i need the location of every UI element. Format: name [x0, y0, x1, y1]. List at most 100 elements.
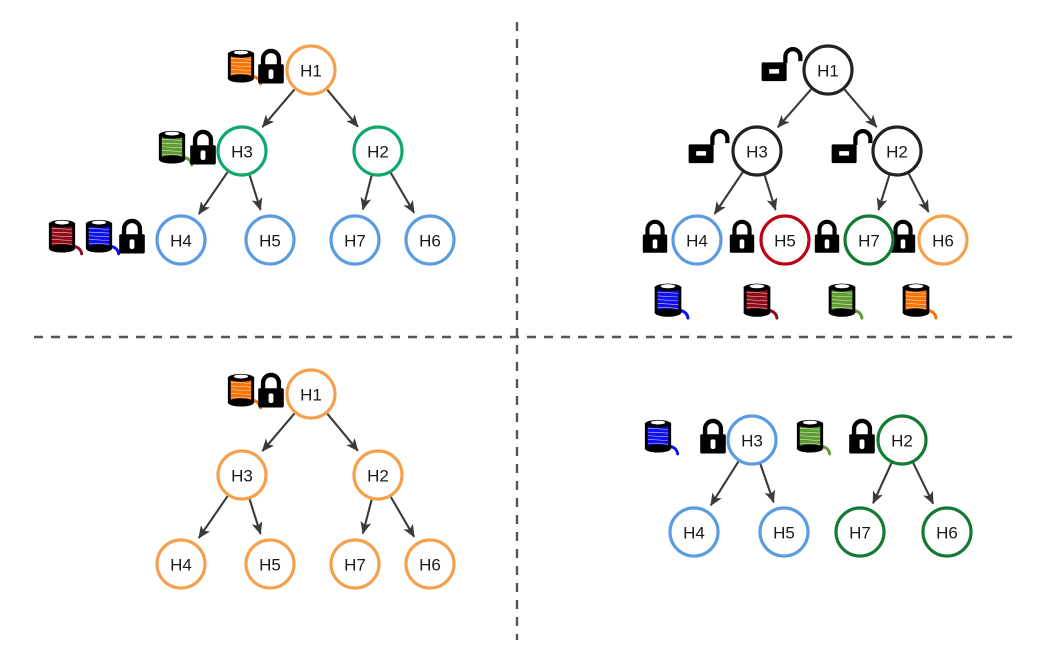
spool-winding — [228, 62, 254, 67]
node-circle[interactable] — [352, 449, 404, 501]
tree-node-h3[interactable]: H3 — [216, 449, 268, 501]
node-circle[interactable] — [668, 506, 720, 558]
spool-bottom-flange — [828, 308, 856, 317]
tree-node-h2[interactable]: H2 — [876, 414, 928, 466]
lock-shackle — [783, 47, 803, 63]
node-circle[interactable] — [671, 214, 723, 266]
node-circle[interactable] — [921, 506, 973, 558]
lock-open-icon — [761, 47, 803, 82]
tree-node-h5[interactable]: H5 — [758, 506, 810, 558]
node-circle[interactable] — [244, 214, 296, 266]
node-circle[interactable] — [155, 538, 207, 590]
tree-node-h1[interactable]: H1 — [802, 44, 854, 96]
lock-shackle — [645, 219, 665, 236]
node-circle[interactable] — [758, 506, 810, 558]
node-circle[interactable] — [759, 214, 811, 266]
tree-node-h5[interactable]: H5 — [244, 538, 296, 590]
node-circle[interactable] — [155, 214, 207, 266]
node-label: H2 — [886, 143, 908, 162]
tree-node-h1[interactable]: H1 — [285, 44, 337, 96]
node-circle[interactable] — [244, 538, 296, 590]
tree-node-h5[interactable]: H5 — [244, 214, 296, 266]
tree-node-h3[interactable]: H3 — [726, 414, 778, 466]
spool-winding — [228, 382, 254, 387]
thread-spool-icon — [227, 373, 263, 410]
node-label: H4 — [686, 232, 708, 251]
spool-right-post — [182, 134, 186, 160]
tree-node-h6[interactable]: H6 — [921, 506, 973, 558]
node-circle[interactable] — [329, 538, 381, 590]
spool-winding — [228, 69, 254, 75]
tree-node-h2[interactable]: H2 — [352, 125, 404, 177]
spool-winding — [744, 296, 770, 301]
node-circle[interactable] — [285, 44, 337, 96]
node-circle[interactable] — [731, 125, 783, 177]
node-circle[interactable] — [843, 214, 895, 266]
node-circle[interactable] — [404, 214, 456, 266]
spool-bottom-flange — [743, 308, 771, 317]
tree-node-h7[interactable]: H7 — [329, 538, 381, 590]
node-label: H4 — [170, 556, 192, 575]
tree-node-h6[interactable]: H6 — [404, 538, 456, 590]
tree-edge — [389, 172, 416, 214]
tree-node-h4[interactable]: H4 — [155, 538, 207, 590]
node-circle[interactable] — [871, 125, 923, 177]
node-circle[interactable] — [802, 44, 854, 96]
node-circle[interactable] — [834, 506, 886, 558]
tree-edge — [763, 175, 778, 211]
tree-edge — [261, 412, 296, 452]
spool-winding — [159, 139, 185, 144]
tree-node-h4[interactable]: H4 — [671, 214, 723, 266]
spool-winding — [49, 232, 75, 237]
spool-left-post — [644, 423, 648, 449]
tree-edge — [360, 499, 373, 535]
tree-node-h3[interactable]: H3 — [216, 125, 268, 177]
tree-node-h4[interactable]: H4 — [155, 214, 207, 266]
tree-node-h6[interactable]: H6 — [404, 214, 456, 266]
spool-left-post — [902, 286, 906, 314]
tree-node-h6[interactable]: H6 — [917, 214, 969, 266]
node-circle[interactable] — [216, 125, 268, 177]
spool-winding — [744, 292, 770, 297]
tree-edge — [261, 88, 296, 128]
spool-top-hole — [660, 284, 676, 289]
lock-shackle — [732, 219, 752, 236]
spool-winding — [903, 303, 929, 309]
tree-node-h4[interactable]: H4 — [668, 506, 720, 558]
spool-winding — [49, 235, 75, 241]
spool-winding — [645, 435, 671, 441]
node-circle[interactable] — [404, 538, 456, 590]
node-label: H3 — [746, 143, 768, 162]
spool-winding — [829, 303, 855, 309]
tree-node-h3[interactable]: H3 — [731, 125, 783, 177]
lock-keyhole — [696, 151, 707, 156]
lock-closed-icon — [729, 219, 755, 253]
tree-node-h7[interactable]: H7 — [329, 214, 381, 266]
tree-node-h5[interactable]: H5 — [759, 214, 811, 266]
spool-left-post — [48, 223, 52, 249]
spool-left-post — [796, 423, 800, 449]
spool-winding — [829, 296, 855, 301]
node-circle[interactable] — [726, 414, 778, 466]
spool-winding — [655, 303, 681, 309]
tree-node-h2[interactable]: H2 — [871, 125, 923, 177]
tree-node-h7[interactable]: H7 — [834, 506, 886, 558]
node-label: H6 — [419, 556, 441, 575]
thread-spool-icon — [743, 283, 779, 320]
tree-edge — [248, 175, 263, 211]
tree-node-h2[interactable]: H2 — [352, 449, 404, 501]
spool-bottom-flange — [654, 308, 682, 317]
tree-node-h7[interactable]: H7 — [843, 214, 895, 266]
node-label: H1 — [300, 386, 322, 405]
node-circle[interactable] — [216, 449, 268, 501]
node-circle[interactable] — [329, 214, 381, 266]
spool-top-hole — [802, 420, 818, 425]
node-circle[interactable] — [876, 414, 928, 466]
node-circle[interactable] — [352, 125, 404, 177]
node-circle[interactable] — [285, 368, 337, 420]
tree-node-h1[interactable]: H1 — [285, 368, 337, 420]
node-circle[interactable] — [917, 214, 969, 266]
spool-top-hole — [233, 50, 249, 55]
